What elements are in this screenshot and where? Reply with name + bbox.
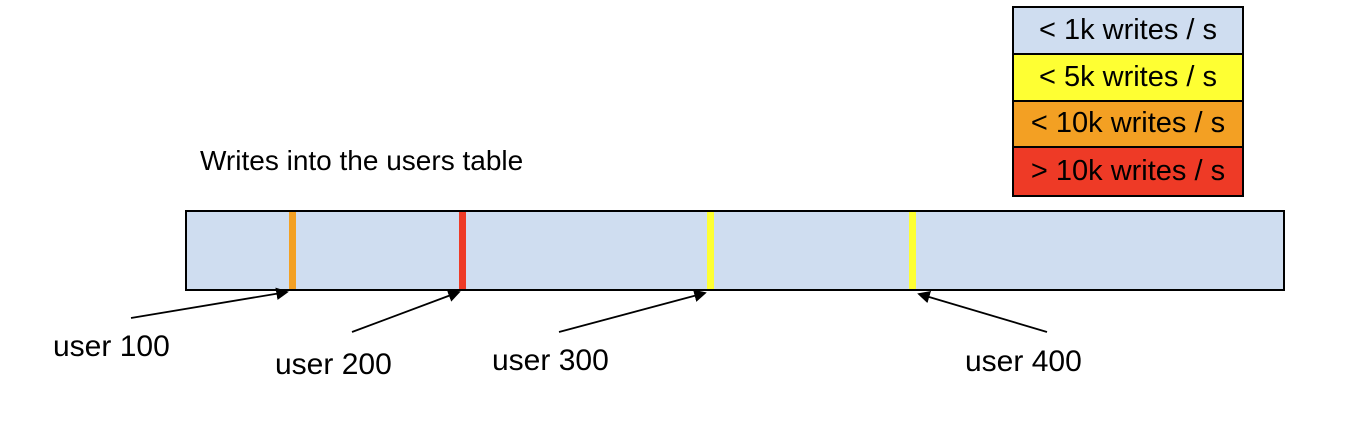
arrow-user-300 [558,289,707,333]
legend-item-label: > 10k writes / s [1030,155,1226,188]
legend-item-lt-10k: < 10k writes / s [1014,101,1242,149]
users-table-bar [185,210,1285,291]
user-300-label: user 300 [492,344,609,377]
hotspot-stripe-user-300 [707,212,714,289]
hotspot-stripe-user-200 [459,212,466,289]
legend: < 1k writes / s < 5k writes / s < 10k wr… [1012,6,1244,197]
diagram-title: Writes into the users table [200,145,524,176]
legend-item-gt-10k: > 10k writes / s [1014,148,1242,195]
legend-item-label: < 1k writes / s [1038,13,1218,46]
arrow-user-100 [130,287,289,319]
user-200-label: user 200 [275,348,392,381]
hotspot-stripe-user-400 [909,212,916,289]
user-400-label: user 400 [965,345,1082,378]
arrow-user-200 [351,289,461,333]
hotspot-stripe-user-100 [289,212,296,289]
legend-item-label: < 10k writes / s [1030,107,1226,140]
legend-item-lt-1k: < 1k writes / s [1014,8,1242,55]
legend-item-lt-5k: < 5k writes / s [1014,54,1242,102]
legend-item-label: < 5k writes / s [1038,60,1218,93]
user-100-label: user 100 [53,330,170,363]
arrow-user-400 [917,291,1048,333]
